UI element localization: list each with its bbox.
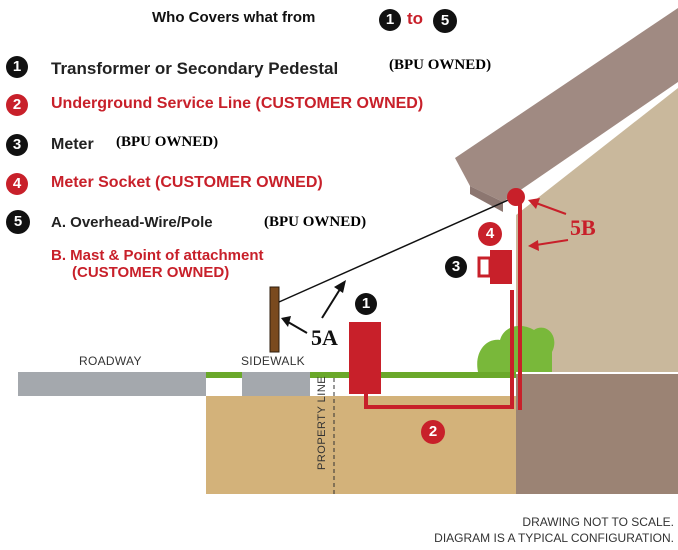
page-title: Who Covers what from <box>152 9 316 26</box>
title-connector: to <box>407 9 424 28</box>
sidewalk-surface <box>242 372 310 396</box>
meter-socket <box>490 250 512 284</box>
title-badge-end: 5 <box>433 9 457 33</box>
roadway-label: ROADWAY <box>79 354 142 368</box>
property-line-label: PROPERTY LINE <box>316 375 328 470</box>
legend-badge-5: 5 <box>6 210 30 234</box>
legend-badge-1: 1 <box>6 56 28 78</box>
legend-owner-5a: (BPU OWNED) <box>264 214 367 230</box>
point-of-attachment <box>507 188 525 206</box>
house-roof <box>455 8 678 202</box>
arrow-5b-mast <box>528 239 569 251</box>
legend-label-1: Transformer or Secondary Pedestal <box>51 59 339 78</box>
arrow-5b-attachment <box>528 198 567 215</box>
legend-owner-1: (BPU OWNED) <box>389 57 492 73</box>
callout-5a: 5A <box>311 325 338 350</box>
legend-badge-2: 2 <box>6 94 28 116</box>
transformer-pedestal <box>349 322 381 394</box>
legend-label-5b-line2: (CUSTOMER OWNED) <box>72 264 230 281</box>
sidewalk-label: SIDEWALK <box>241 354 305 368</box>
marker-1-transformer: 1 <box>355 293 377 315</box>
legend-label-5a: A. Overhead-Wire/Pole <box>51 214 213 231</box>
underground-service-line <box>364 290 514 409</box>
title-badge-start: 1 <box>379 9 401 31</box>
utility-pole <box>269 286 280 353</box>
shrub <box>477 325 555 372</box>
soil-ground <box>206 396 516 494</box>
legend-label-4: Meter Socket (CUSTOMER OWNED) <box>51 174 323 191</box>
note-not-to-scale: DRAWING NOT TO SCALE. <box>522 515 674 529</box>
marker-3-meter: 3 <box>445 256 467 278</box>
overhead-wire <box>278 196 516 303</box>
marker-2-service-line: 2 <box>421 420 445 444</box>
legend-badge-4: 4 <box>6 173 28 195</box>
legend-label-5b-line1: B. Mast & Point of attachment <box>51 247 264 264</box>
meter <box>477 256 492 278</box>
house-wall <box>516 88 678 372</box>
arrow-5a-wire <box>321 280 346 319</box>
marker-4-meter-socket: 4 <box>478 222 502 246</box>
legend-label-2: Underground Service Line (CUSTOMER OWNED… <box>51 95 424 112</box>
legend-badge-3: 3 <box>6 134 28 156</box>
legend-owner-3: (BPU OWNED) <box>116 134 219 150</box>
roadway-surface <box>18 372 206 396</box>
legend-label-3: Meter <box>51 136 94 153</box>
arrow-5a-pole <box>281 316 308 334</box>
note-typical-configuration: DIAGRAM IS A TYPICAL CONFIGURATION. <box>434 531 674 545</box>
house-foundation <box>516 374 678 494</box>
callout-5b: 5B <box>570 215 596 240</box>
